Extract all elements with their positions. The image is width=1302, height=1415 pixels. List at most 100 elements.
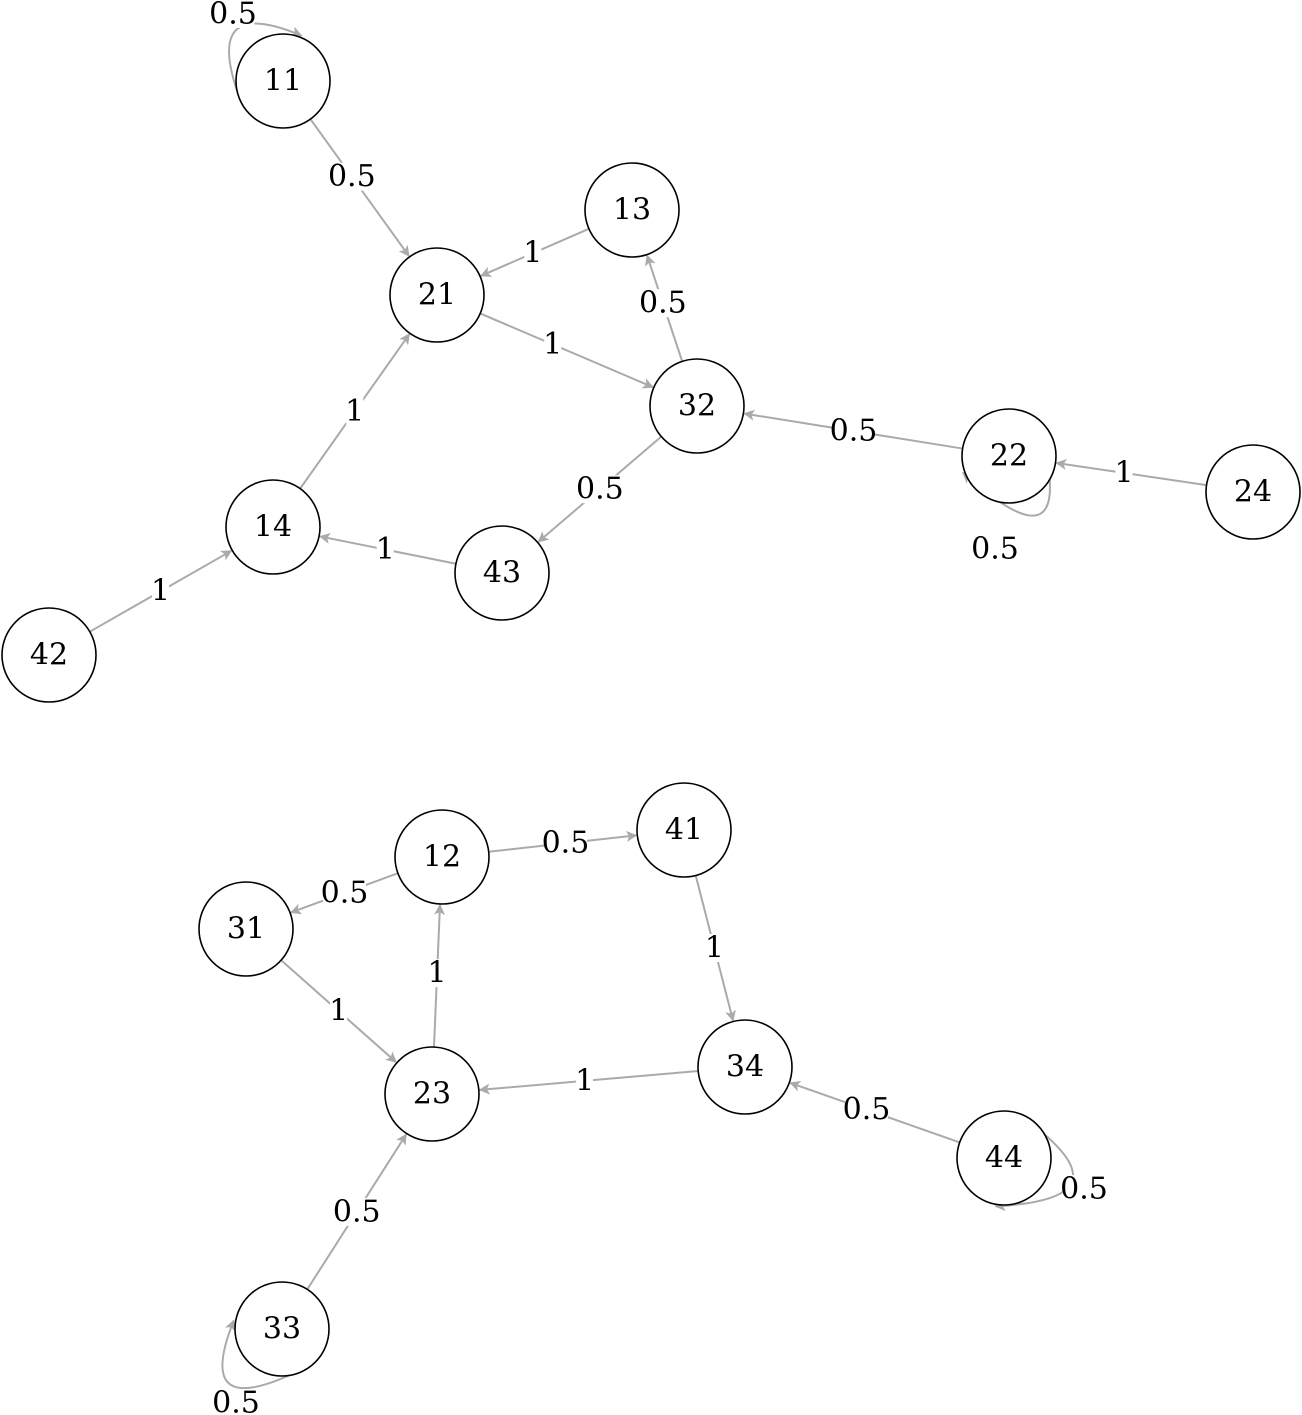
node-label: 34 xyxy=(726,1050,764,1085)
edge-label-group-42-14: 1 xyxy=(151,574,170,609)
edge-label-31-23: 1 xyxy=(329,994,348,1029)
edge-label-background xyxy=(330,997,348,1026)
edge-label-33-33: 0.5 xyxy=(212,1386,260,1415)
edge-label-43-14: 1 xyxy=(376,532,395,567)
node-label: 22 xyxy=(990,439,1028,474)
edge-label-background xyxy=(641,289,685,318)
node-label: 14 xyxy=(254,510,292,545)
edge-label-group-14-21: 1 xyxy=(345,394,364,429)
edge-label-12-41: 0.5 xyxy=(542,826,590,861)
node-circle xyxy=(225,479,321,575)
edge-label-background xyxy=(578,475,622,504)
edge-label-background xyxy=(524,239,542,268)
node-32: 32 xyxy=(649,358,745,454)
node-21: 21 xyxy=(389,247,485,343)
edge-label-background xyxy=(376,535,394,564)
node-label: 21 xyxy=(418,278,456,313)
edge-label-group-22-22: 0.5 xyxy=(971,532,1019,567)
node-circle xyxy=(234,1281,330,1377)
edge-label-32-13: 0.5 xyxy=(639,286,687,321)
node-label: 24 xyxy=(1234,475,1272,510)
edge-label-24-22: 1 xyxy=(1114,455,1133,490)
edge-label-21-32: 1 xyxy=(543,327,562,362)
node-41: 41 xyxy=(636,782,732,878)
edge-label-background xyxy=(831,417,875,446)
node-13: 13 xyxy=(584,162,680,258)
node-12: 12 xyxy=(394,809,490,905)
edge-label-group-33-33: 0.5 xyxy=(212,1386,260,1415)
edge-label-group-44-44: 0.5 xyxy=(1060,1172,1108,1207)
node-label: 23 xyxy=(413,1077,451,1112)
edge-label-41-34: 1 xyxy=(705,931,724,966)
edge-label-42-14: 1 xyxy=(151,574,170,609)
node-label: 31 xyxy=(227,912,265,947)
edge-label-background xyxy=(973,535,1017,563)
edge-label-11-11: 0.5 xyxy=(209,0,257,32)
edge-label-background xyxy=(543,829,587,858)
edge-label-background xyxy=(152,577,170,606)
node-circle xyxy=(394,809,490,905)
edge-label-44-34: 0.5 xyxy=(843,1092,891,1127)
edge-label-group-11-21: 0.5 xyxy=(328,159,376,194)
node-23: 23 xyxy=(384,1046,480,1142)
edge-label-44-44: 0.5 xyxy=(1060,1172,1108,1207)
edge-label-group-34-23: 1 xyxy=(575,1063,594,1098)
node-label: 43 xyxy=(483,556,521,591)
edge-label-14-21: 1 xyxy=(345,394,364,429)
edge-label-background xyxy=(845,1095,889,1124)
edge-label-group-23-12: 1 xyxy=(428,956,447,991)
node-label: 42 xyxy=(30,638,68,673)
node-43: 43 xyxy=(454,525,550,621)
node-circle xyxy=(697,1019,793,1115)
edge-label-32-43: 0.5 xyxy=(576,472,624,507)
edge-label-background xyxy=(346,397,364,426)
edge-label-background xyxy=(544,330,562,359)
edge-label-background xyxy=(214,1389,258,1415)
edge-label-group-43-14: 1 xyxy=(376,532,395,567)
node-circle xyxy=(454,525,550,621)
node-circle xyxy=(389,247,485,343)
node-label: 13 xyxy=(613,193,651,228)
edge-label-background xyxy=(322,878,366,907)
edge-label-group-21-32: 1 xyxy=(543,327,562,362)
edge-label-background xyxy=(211,0,255,28)
edge-label-background xyxy=(335,1197,379,1226)
node-circle xyxy=(384,1046,480,1142)
edge-label-22-32: 0.5 xyxy=(830,414,878,449)
node-42: 42 xyxy=(1,607,97,703)
edge-label-group-12-41: 0.5 xyxy=(542,826,590,861)
edge-label-11-21: 0.5 xyxy=(328,159,376,194)
node-22: 22 xyxy=(961,408,1057,504)
node-label: 32 xyxy=(678,389,716,424)
node-34: 34 xyxy=(697,1019,793,1115)
node-11: 11 xyxy=(235,33,331,129)
edge-label-background xyxy=(428,959,446,988)
edge-label-group-31-23: 1 xyxy=(329,994,348,1029)
edge-label-background xyxy=(1062,1175,1106,1203)
node-circle xyxy=(956,1110,1052,1206)
node-label: 44 xyxy=(985,1141,1023,1176)
edge-label-group-24-22: 1 xyxy=(1114,455,1133,490)
node-circle xyxy=(961,408,1057,504)
edge-label-33-23: 0.5 xyxy=(333,1194,381,1229)
node-circle xyxy=(198,881,294,977)
edge-label-background xyxy=(576,1066,594,1095)
node-label: 41 xyxy=(665,813,703,848)
node-circle xyxy=(636,782,732,878)
edge-label-background xyxy=(1115,458,1133,487)
node-44: 44 xyxy=(956,1110,1052,1206)
edge-label-group-11-11: 0.5 xyxy=(209,0,257,32)
edge-label-group-41-34: 1 xyxy=(705,931,724,966)
edge-label-13-21: 1 xyxy=(523,236,542,271)
node-label: 33 xyxy=(263,1312,301,1347)
edge-label-group-12-31: 0.5 xyxy=(321,875,369,910)
edge-label-34-23: 1 xyxy=(575,1063,594,1098)
edge-21-to-32 xyxy=(479,312,654,389)
node-33: 33 xyxy=(234,1281,330,1377)
edge-labels-layer: 0.50.5110.50.50.50.511110.50.511110.50.5… xyxy=(151,0,1134,1415)
node-24: 24 xyxy=(1205,444,1301,540)
edge-label-group-32-13: 0.5 xyxy=(639,286,687,321)
edge-label-background xyxy=(705,934,723,963)
